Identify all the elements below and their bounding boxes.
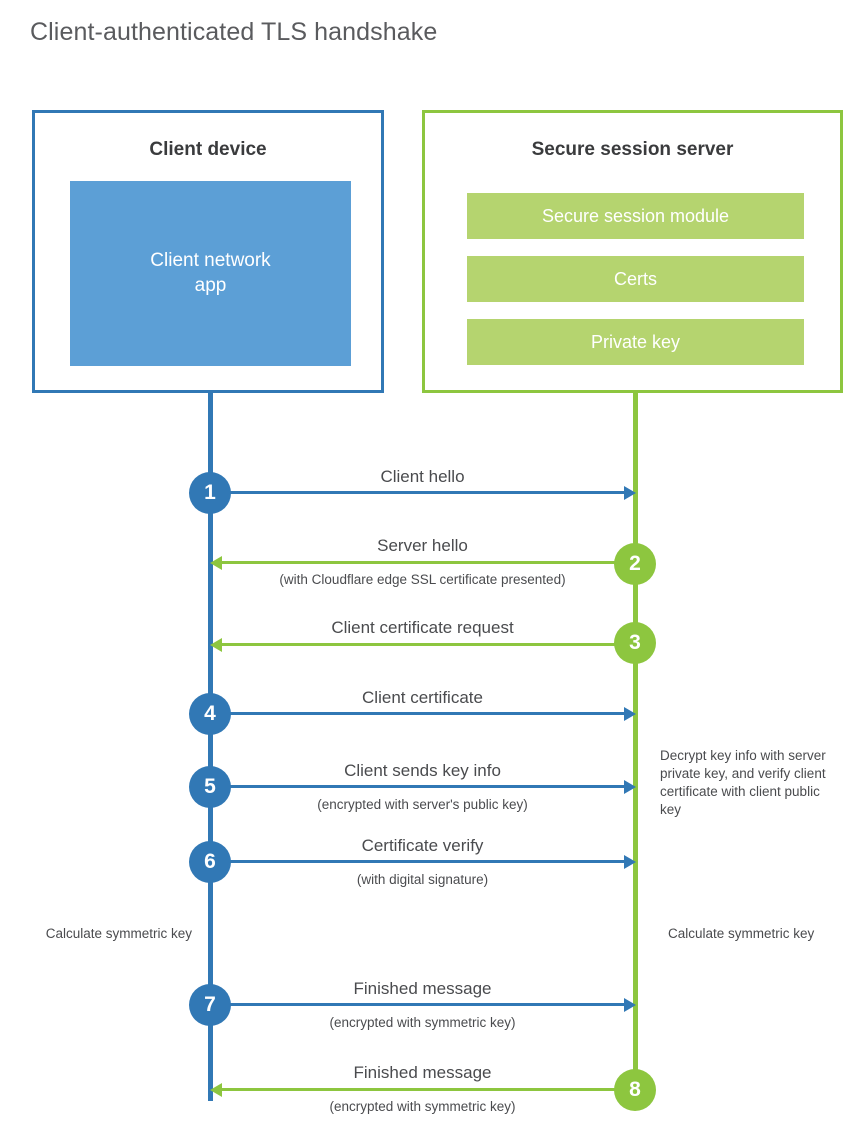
step-1-arrow	[210, 485, 636, 500]
step-2-arrow	[210, 555, 635, 570]
server-component-label: Secure session module	[541, 205, 730, 226]
client-network-app-box: Client network app	[70, 181, 351, 366]
step-2-label: Server hello	[377, 536, 468, 555]
step-number: 8	[629, 1078, 641, 1101]
step-7-sublabel: (encrypted with symmetric key)	[329, 1015, 516, 1030]
arrow-head-icon	[210, 637, 222, 652]
step-4-label: Client certificate	[362, 688, 483, 707]
step-4-arrow	[210, 706, 636, 721]
arrow-head-icon	[210, 1082, 222, 1097]
server-component-private-key: Private key	[467, 319, 804, 365]
arrow-head-icon	[624, 706, 636, 721]
step-badge-6[interactable]: 6	[189, 841, 231, 883]
server-decrypt-annotation: Decrypt key info with server private key…	[660, 748, 826, 817]
secure-session-server-box: Secure session server Secure session mod…	[422, 110, 843, 393]
step-badge-3[interactable]: 3	[614, 622, 656, 664]
step-7-arrow	[210, 997, 636, 1012]
page-title: Client-authenticated TLS handshake	[30, 18, 438, 46]
step-badge-4[interactable]: 4	[189, 693, 231, 735]
secure-session-server-title: Secure session server	[531, 139, 734, 160]
step-badge-1[interactable]: 1	[189, 472, 231, 514]
arrow-head-icon	[624, 854, 636, 869]
step-badge-2[interactable]: 2	[614, 543, 656, 585]
step-number: 6	[204, 850, 216, 873]
client-lifeline	[208, 391, 213, 1101]
step-number: 2	[629, 552, 641, 575]
step-number: 3	[629, 631, 641, 654]
step-number: 7	[204, 993, 216, 1016]
step-5-label: Client sends key info	[344, 761, 501, 780]
step-6-arrow	[210, 854, 636, 869]
step-3-arrow	[210, 637, 635, 652]
step-8-arrow	[210, 1082, 635, 1097]
client-device-title: Client device	[149, 139, 267, 160]
step-badge-5[interactable]: 5	[189, 766, 231, 808]
arrow-head-icon	[210, 555, 222, 570]
step-8-label: Finished message	[353, 1063, 492, 1082]
step-5-sublabel: (encrypted with server's public key)	[317, 797, 528, 812]
step-badge-8[interactable]: 8	[614, 1069, 656, 1111]
step-2-sublabel: (with Cloudflare edge SSL certificate pr…	[279, 572, 566, 587]
server-lifeline	[633, 391, 638, 1093]
client-calculate-annotation: Calculate symmetric key	[45, 926, 192, 941]
step-number: 5	[204, 775, 216, 798]
step-number: 1	[204, 481, 216, 504]
client-device-box: Client device Client network app	[32, 110, 384, 393]
step-number: 4	[204, 702, 216, 725]
server-component-label: Private key	[590, 331, 681, 352]
arrow-head-icon	[624, 485, 636, 500]
server-component-secure-session-module: Secure session module	[467, 193, 804, 239]
step-6-label: Certificate verify	[361, 836, 484, 855]
step-6-sublabel: (with digital signature)	[356, 872, 489, 887]
client-network-app-label: Client network app	[150, 250, 271, 296]
server-component-label: Certs	[613, 268, 657, 289]
server-component-certs: Certs	[467, 256, 804, 302]
step-3-label: Client certificate request	[331, 618, 514, 637]
step-badge-7[interactable]: 7	[189, 984, 231, 1026]
step-8-sublabel: (encrypted with symmetric key)	[329, 1099, 516, 1114]
step-7-label: Finished message	[353, 979, 492, 998]
step-5-arrow	[210, 779, 636, 794]
step-1-label: Client hello	[380, 467, 465, 486]
arrow-head-icon	[624, 997, 636, 1012]
server-calculate-annotation: Calculate symmetric key	[668, 926, 815, 941]
arrow-head-icon	[624, 779, 636, 794]
